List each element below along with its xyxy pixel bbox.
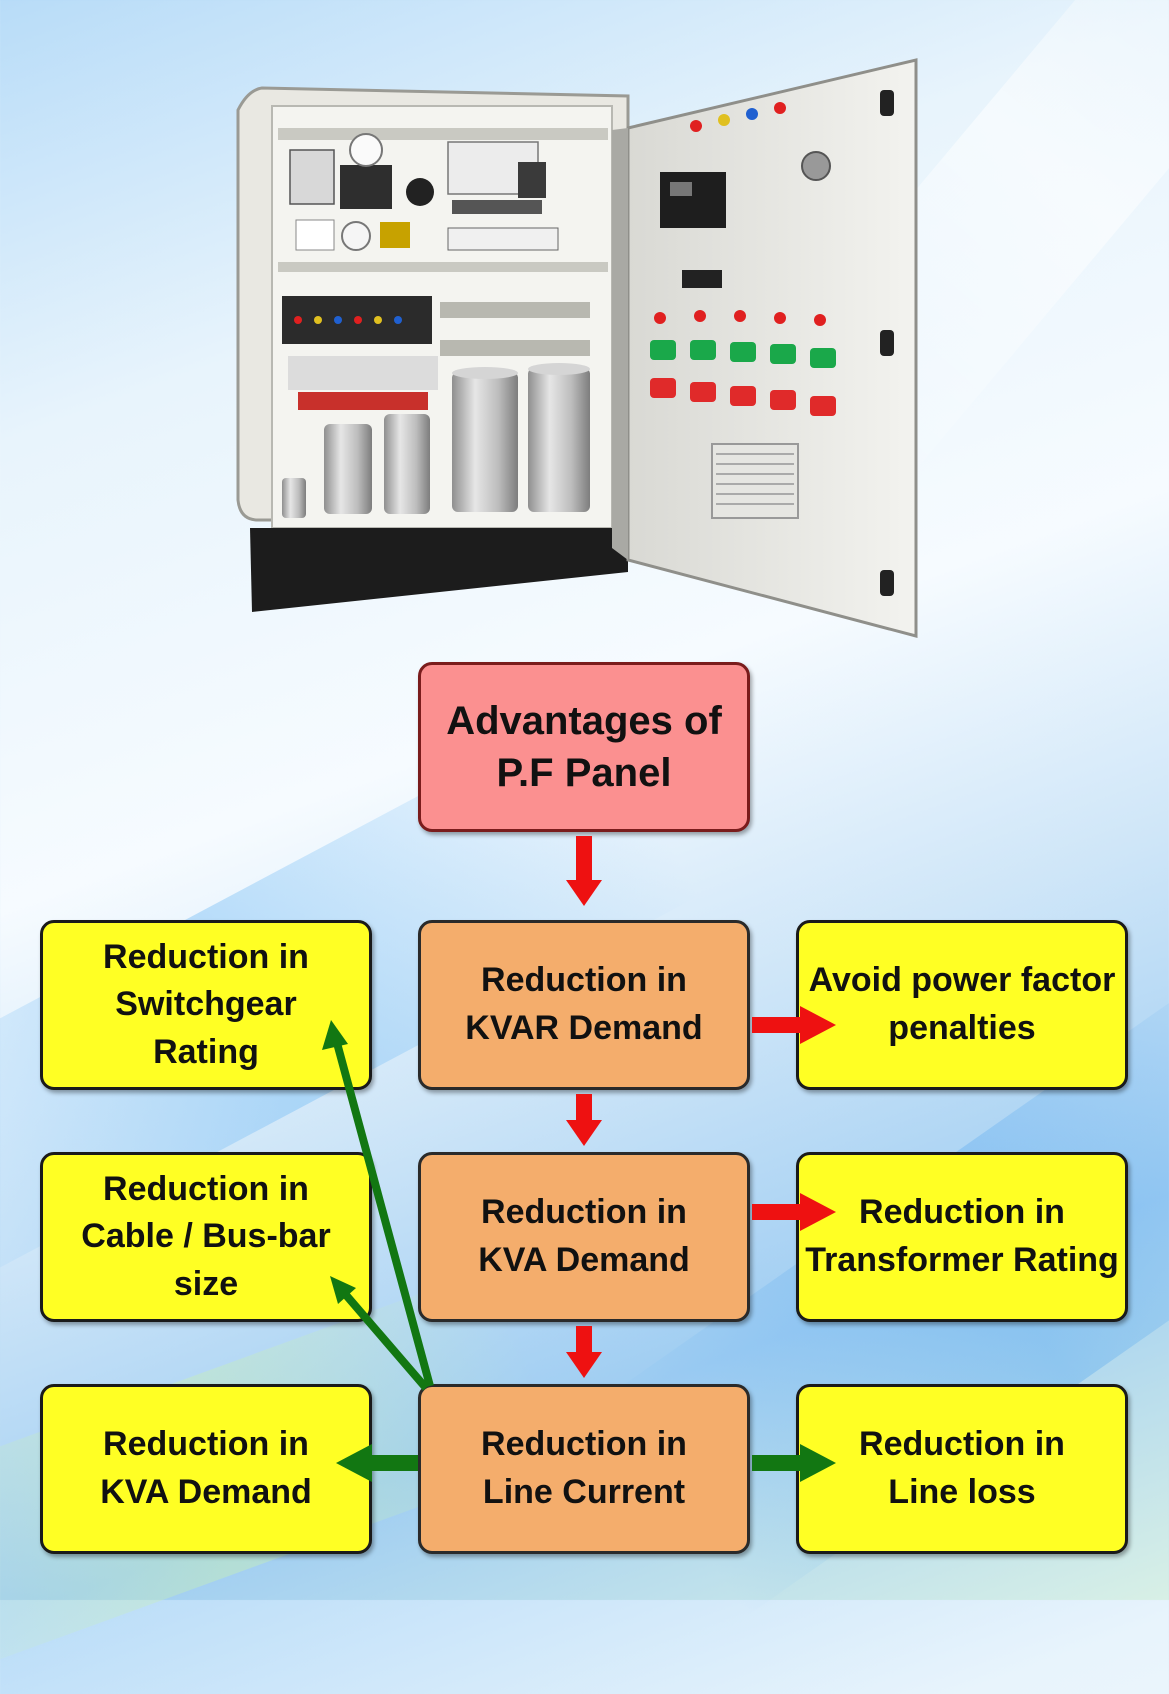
center-box-line-current: Reduction in Line Current [418,1384,750,1554]
right-box-line-loss: Reduction in Line loss [796,1384,1128,1554]
arrow-line-current-to-line-loss [752,1444,836,1482]
arrow-line-current-to-switchgear [322,1020,434,1388]
root-box-advantages: Advantages of P.F Panel [418,662,750,832]
cabinet-body [236,86,630,612]
pf-panel-illustration [236,58,918,638]
arrow-kva-to-transformer [752,1193,836,1231]
contactor-row [282,296,590,410]
arrow-root-to-kvar [566,836,602,906]
right-box-penalties: Avoid power factor penalties [796,920,1128,1090]
arrow-kvar-to-kva [566,1094,602,1146]
arrow-kva-to-line-current [566,1326,602,1378]
arrow-line-current-to-cable [330,1276,430,1391]
left-box-switchgear: Reduction in Switchgear Rating [40,920,372,1090]
cabinet-door [612,58,918,638]
arrow-line-current-to-kva-left [336,1444,418,1482]
left-box-kva-demand: Reduction in KVA Demand [40,1384,372,1554]
left-box-cable-busbar: Reduction in Cable / Bus-bar size [40,1152,372,1322]
center-box-kvar-demand: Reduction in KVAR Demand [418,920,750,1090]
arrow-kvar-to-penalties [752,1006,836,1044]
capacitor-bank [282,363,590,518]
indicator-lamps [650,310,836,416]
connector-arrows [322,836,836,1482]
center-box-kva-demand: Reduction in KVA Demand [418,1152,750,1322]
right-box-transformer: Reduction in Transformer Rating [796,1152,1128,1322]
